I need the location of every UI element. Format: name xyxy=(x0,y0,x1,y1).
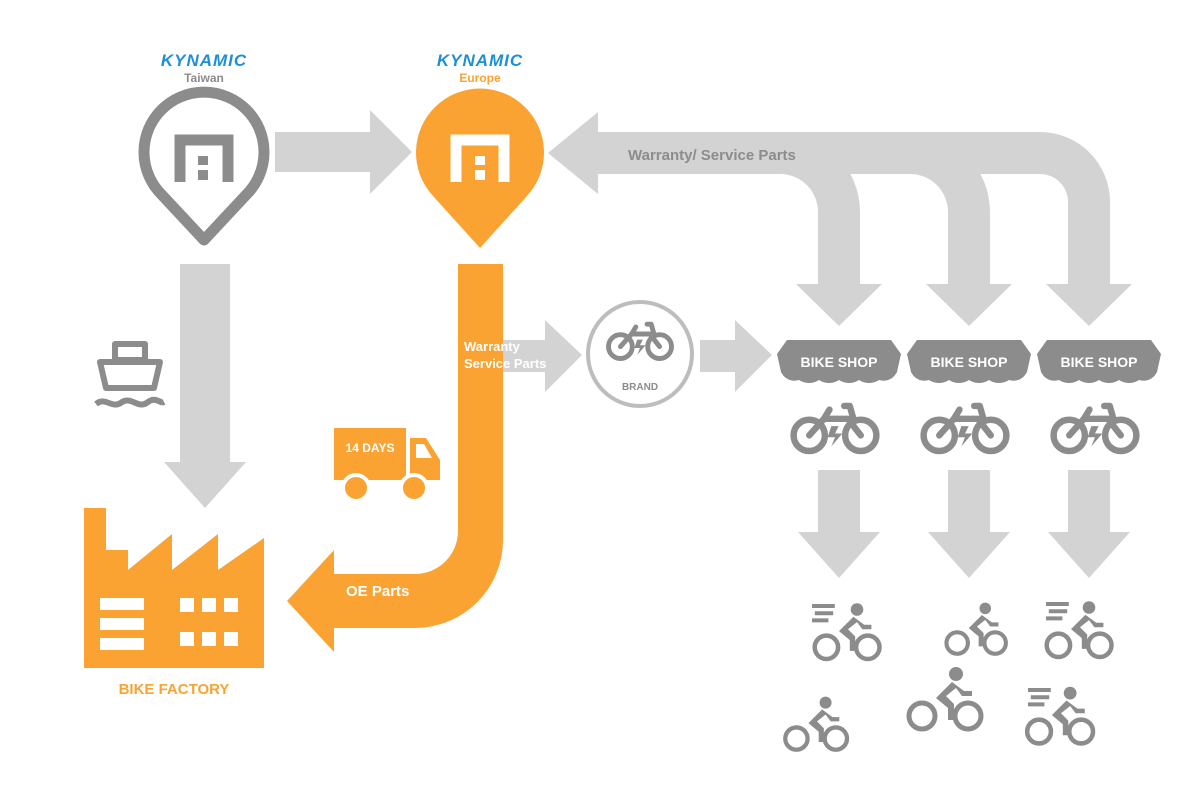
cyclist-icon xyxy=(785,697,847,750)
bike-shop-label: BIKE SHOP xyxy=(800,354,877,370)
arrow-brand-to-shops xyxy=(700,320,772,392)
speed-lines-icon xyxy=(812,604,835,623)
logo-taiwan: KYNAMIC xyxy=(161,51,247,70)
label-oe-parts: OE Parts xyxy=(346,583,409,600)
hub-europe: KYNAMIC Europe xyxy=(416,51,544,248)
bike-shop-label: BIKE SHOP xyxy=(1060,354,1137,370)
brand-label: BRAND xyxy=(622,382,658,393)
arrow-to-brand xyxy=(500,320,582,392)
warehouse-pin-icon xyxy=(416,88,544,248)
ship-icon xyxy=(94,341,166,408)
label-europe: Europe xyxy=(459,71,501,85)
label-taiwan: Taiwan xyxy=(184,71,224,85)
bike-shop-2: BIKE SHOP xyxy=(907,340,1031,451)
label-warranty: Warranty xyxy=(464,339,521,354)
arrow-oe-parts xyxy=(287,264,503,652)
arrow-taiwan-to-factory xyxy=(164,264,246,508)
arrows-shop-to-riders xyxy=(798,470,1130,578)
arrow-warranty-return xyxy=(548,112,1132,326)
bike-shop-1: BIKE SHOP xyxy=(777,340,901,451)
factory-label: BIKE FACTORY xyxy=(119,681,230,698)
ebike-icon xyxy=(1054,406,1137,451)
riders xyxy=(785,601,1111,750)
factory-icon xyxy=(84,508,264,668)
ebike-icon xyxy=(794,406,877,451)
ebike-icon xyxy=(924,406,1007,451)
bike-shop-label: BIKE SHOP xyxy=(930,354,1007,370)
label-service-parts: Service Parts xyxy=(464,356,546,371)
bike-shop-3: BIKE SHOP xyxy=(1037,340,1161,451)
hub-taiwan: KYNAMIC Taiwan xyxy=(138,51,270,246)
delivery-truck-icon: 14 DAYS xyxy=(334,428,440,503)
brand-node: BRAND xyxy=(586,300,694,408)
speed-lines-icon xyxy=(1046,602,1069,621)
warehouse-pin-icon xyxy=(138,86,270,246)
arrow-taiwan-to-europe xyxy=(275,110,412,194)
cyclist-icon xyxy=(909,667,981,729)
label-warranty-service-parts-top: Warranty/ Service Parts xyxy=(628,147,796,164)
logo-europe: KYNAMIC xyxy=(437,51,523,70)
cyclist-icon xyxy=(946,603,1005,654)
speed-lines-icon xyxy=(1028,688,1051,707)
truck-label: 14 DAYS xyxy=(346,441,395,455)
